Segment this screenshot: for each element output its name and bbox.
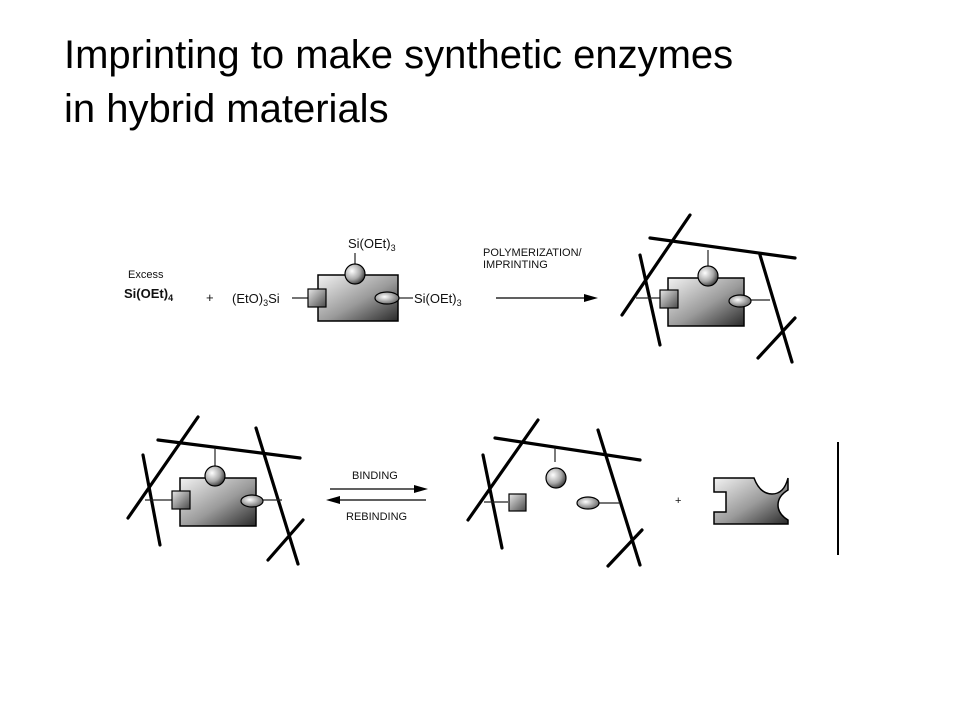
template-molecule [307,263,400,322]
released-template [713,477,789,525]
polymerization-arrow: POLYMERIZATION/ IMPRINTING [483,247,598,302]
title-line-1: Imprinting to make synthetic enzymes [64,33,734,77]
binding-equilibrium-arrows: BINDING REBINDING [326,470,428,523]
template-ball [344,263,366,285]
imprinted-network [620,213,797,364]
title-line-2: in hybrid materials [64,87,389,131]
released-ball [545,467,567,489]
template-square [307,288,327,308]
right-silyl-group: Si(OEt)3 [414,291,462,308]
rebinding-label: REBINDING [346,511,407,523]
excess-label: Excess [128,269,164,281]
left-silyl-group: (EtO)3Si [232,291,280,308]
cavity-network [466,418,644,568]
reactants-group: Excess Si(OEt)4 + (EtO)3Si Si(OEt)3 Si(O… [124,236,462,322]
template-oval [374,291,400,305]
step1-label-line2: IMPRINTING [483,259,548,271]
released-oval [576,496,600,510]
bound-network [126,415,305,566]
binding-label: BINDING [352,470,398,482]
plus-sign: + [206,290,214,305]
precursor-formula: Si(OEt)4 [124,286,173,303]
slide-title: Imprinting to make synthetic enzymes in … [64,28,944,136]
plus-sign-2: + [675,495,681,507]
step1-label-line1: POLYMERIZATION/ [483,247,583,259]
released-square [508,493,527,512]
top-silyl-group: Si(OEt)3 [348,236,396,253]
